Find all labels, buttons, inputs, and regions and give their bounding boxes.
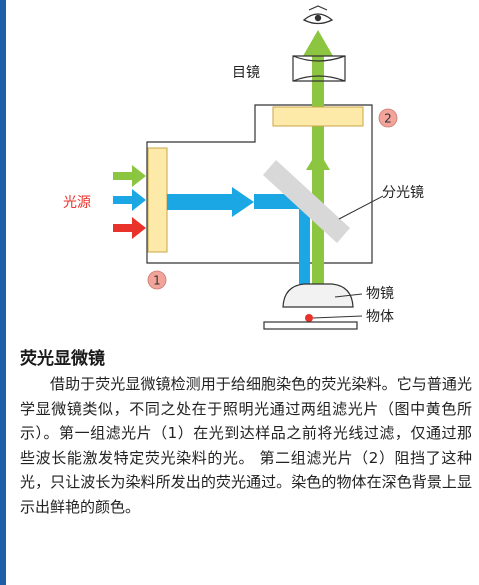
specimen-dot	[305, 314, 313, 322]
filter-1-badge: 1	[147, 270, 167, 290]
filter-2-badge: 2	[378, 108, 398, 128]
emission-filter-2	[272, 106, 364, 127]
beam-splitter-leader	[338, 195, 384, 220]
eyepiece-label: 目镜	[232, 65, 260, 81]
beam-splitter-label: 分光镜	[382, 185, 424, 201]
section-title: 荧光显微镜	[20, 349, 105, 369]
specimen-label: 物体	[366, 309, 394, 325]
objective-leader	[334, 293, 363, 298]
eyepiece	[292, 55, 346, 82]
objective-label: 物镜	[366, 286, 394, 302]
specimen-leader	[312, 315, 363, 319]
stage	[263, 321, 358, 330]
excitation-filter-1	[147, 147, 168, 253]
accent-bar	[0, 0, 6, 585]
fluorescence-microscope-diagram: 1 2 光源 目镜 分光镜 物镜 物体	[63, 5, 424, 330]
beam-splitter	[263, 160, 350, 243]
article-body: 借助于荧光显微镜检测用于给细胞染色的荧光染料。它与普通光学显微镜类似，不同之处在…	[20, 375, 472, 516]
blue-input-arrow	[113, 189, 146, 211]
eye-icon	[302, 5, 334, 25]
microscope-body	[146, 104, 373, 264]
green-input-arrow	[113, 165, 146, 187]
svg-text:1: 1	[153, 274, 161, 288]
objective-lens	[282, 283, 354, 308]
light-source-label: 光源	[63, 195, 91, 211]
green-arrow-head-lower	[306, 150, 330, 170]
svg-text:2: 2	[384, 112, 392, 126]
blue-beam	[167, 187, 254, 217]
red-input-arrow	[113, 217, 146, 239]
